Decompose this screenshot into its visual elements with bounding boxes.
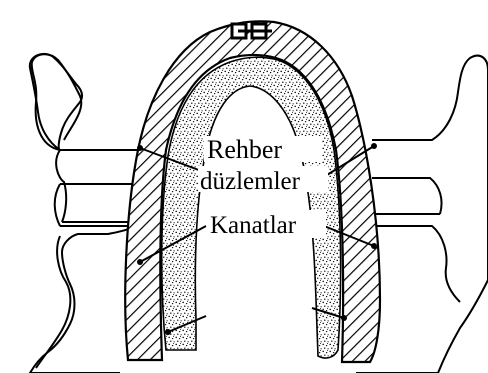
leader-dot [165,329,171,335]
guide-planes-label-line2: düzlemler [200,168,301,195]
leader-dot [371,143,377,149]
guide-planes-label-line1: Rehber [207,135,282,164]
leader-dot [341,315,347,321]
wings-label: Kanatlar [210,212,297,239]
leader-dot [371,243,377,249]
leader-dot [137,145,143,151]
leader-dot [137,259,143,265]
clasp-icon [232,24,272,38]
